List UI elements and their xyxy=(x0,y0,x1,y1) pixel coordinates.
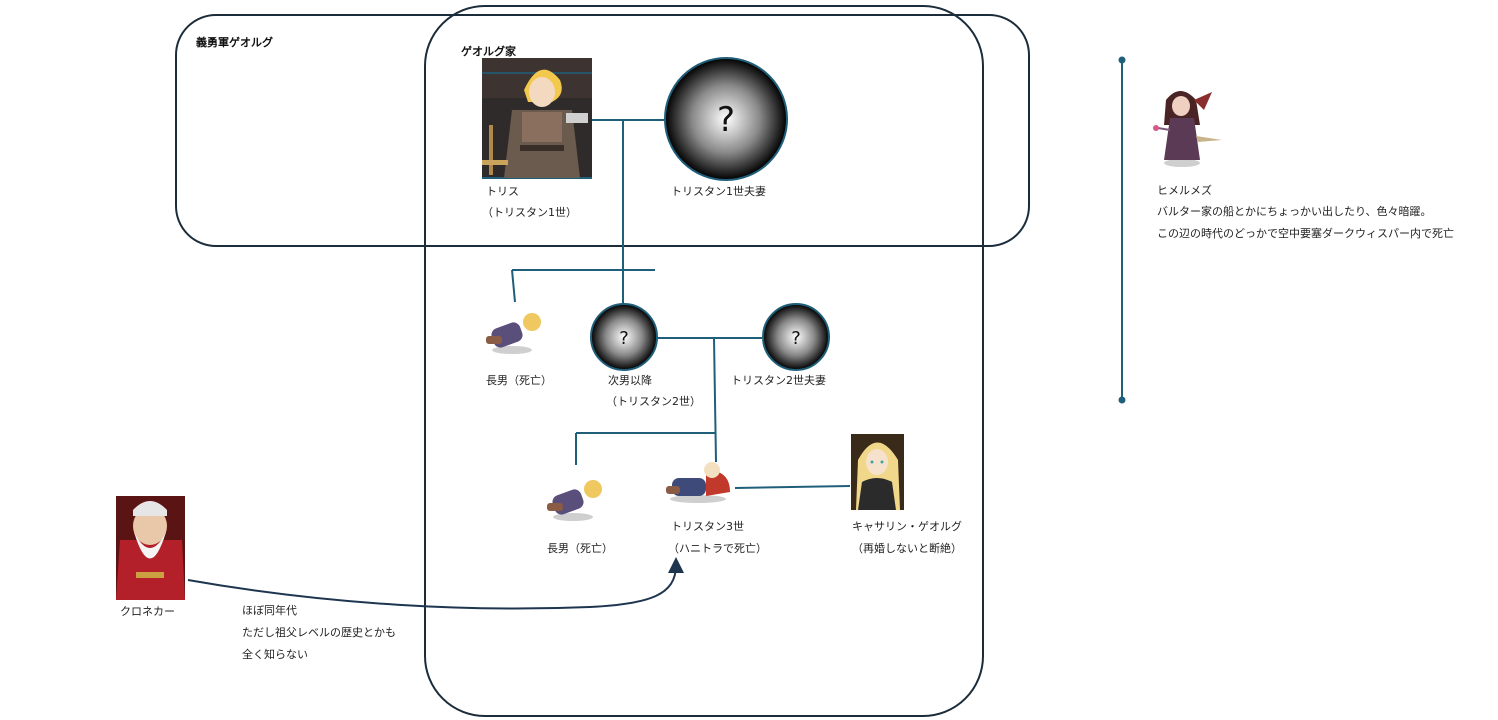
unknown-mark: ? xyxy=(619,328,629,349)
unknown-portrait-tristan2-wife: ? xyxy=(762,303,830,371)
himelmez-sprite xyxy=(1153,91,1222,167)
family-connectors xyxy=(511,60,1123,489)
catherine-label: キャサリン・ゲオルグ xyxy=(852,520,962,533)
house-group-title: ゲオルグ家 xyxy=(461,45,516,58)
tristan3-label: トリスタン3世 xyxy=(671,520,744,533)
tristan1-wife-label: トリスタン1世夫妻 xyxy=(671,185,766,198)
timeline-dot-top xyxy=(1118,56,1126,64)
himelmez-note: バルター家の船とかにちょっかい出したり、色々暗躍。 この辺の時代のどっかで空中要… xyxy=(1157,201,1454,245)
second-son-title: （トリスタン2世） xyxy=(606,395,701,408)
unknown-mark: ? xyxy=(717,100,735,140)
kronecker-note: ほぼ同年代 ただし祖父レベルの歴史とかも 全く知らない xyxy=(242,600,396,666)
tris-name: トリス xyxy=(486,185,519,198)
tristan2-wife-label: トリスタン2世夫妻 xyxy=(731,374,826,387)
house-group-frame xyxy=(424,5,984,717)
kronecker-note-line-2: ただし祖父レベルの歴史とかも xyxy=(242,626,396,639)
kronecker-label: クロネカー xyxy=(120,605,175,618)
himelmez-note-line-1: バルター家の船とかにちょっかい出したり、色々暗躍。 xyxy=(1157,205,1432,218)
kronecker-note-line-3: 全く知らない xyxy=(242,648,308,661)
catherine-note: （再婚しないと断絶） xyxy=(852,542,962,555)
kronecker-arrow xyxy=(187,557,684,610)
kronecker-portrait xyxy=(116,496,185,600)
kronecker-note-line-1: ほぼ同年代 xyxy=(242,604,297,617)
unknown-portrait-second-son: ? xyxy=(590,303,658,371)
tristan3-note: （ハニトラで死亡） xyxy=(668,542,767,555)
timeline-dot-bottom xyxy=(1118,396,1126,404)
militia-group-title: 義勇軍ゲオルグ xyxy=(196,36,273,49)
tris-title: （トリスタン1世） xyxy=(482,206,577,219)
tristan3-sprite xyxy=(666,462,730,503)
eldest-son-1-sprite xyxy=(486,313,541,354)
tris-portrait xyxy=(482,58,592,179)
unknown-mark: ? xyxy=(791,328,801,349)
himelmez-note-line-2: この辺の時代のどっかで空中要塞ダークウィスパー内で死亡 xyxy=(1157,227,1454,240)
catherine-portrait xyxy=(851,434,904,510)
eldest-son-2-sprite xyxy=(547,480,602,521)
second-son-label: 次男以降 xyxy=(608,374,652,387)
unknown-portrait-tristan1-wife: ? xyxy=(664,57,788,181)
himelmez-label: ヒメルメズ xyxy=(1157,184,1212,197)
militia-group-frame xyxy=(175,14,1030,247)
eldest-son-2-label: 長男（死亡） xyxy=(547,542,613,555)
eldest-son-1-label: 長男（死亡） xyxy=(486,374,552,387)
